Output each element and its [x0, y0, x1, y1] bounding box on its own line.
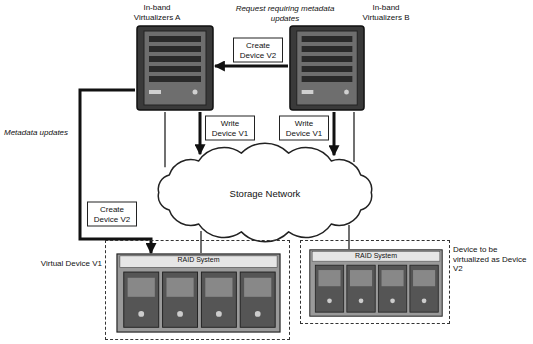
node-label: RAID System — [355, 251, 397, 261]
server-illustration — [288, 24, 366, 112]
network-link — [348, 225, 349, 249]
virtualizer-server: In-band Virtualizers B — [288, 24, 366, 112]
virtualizer-server: In-band Virtualizers A — [135, 24, 215, 112]
storage-network-cloud: Storage Network — [140, 145, 390, 240]
virtual-device-group: Virtual Device V1RAID System — [105, 240, 290, 340]
network-link — [164, 112, 165, 167]
edge-label: Create Device V2 — [87, 202, 137, 227]
flow-arrow — [215, 65, 288, 68]
edge-label: Write Device V1 — [279, 116, 329, 141]
raid-illustration — [116, 253, 281, 333]
edge-label: Write Device V1 — [205, 116, 255, 141]
flow-arrow — [80, 90, 151, 253]
raid-system: RAID System — [309, 249, 443, 317]
annotation: Metadata updates — [4, 128, 74, 138]
node-label: In-band Virtualizers A — [125, 3, 189, 22]
flow-arrow — [199, 112, 202, 154]
edge-label: Create Device V2 — [233, 38, 283, 63]
node-label: Virtual Device V1 — [41, 259, 102, 269]
raid-system: RAID System — [116, 253, 281, 333]
node-label: Device to be virtualized as Device V2 — [453, 245, 527, 274]
network-link — [353, 112, 354, 162]
network-link — [200, 231, 201, 253]
device-group: Device to be virtualized as Device V2RAI… — [300, 240, 450, 324]
annotation: Request requiring metadata updates — [224, 4, 346, 23]
node-label: RAID System — [177, 255, 219, 265]
flow-arrow — [333, 112, 336, 155]
raid-illustration — [309, 249, 443, 317]
node-label: Storage Network — [230, 187, 301, 198]
node-label: In-band Virtualizers B — [354, 3, 418, 22]
server-illustration — [135, 24, 215, 112]
